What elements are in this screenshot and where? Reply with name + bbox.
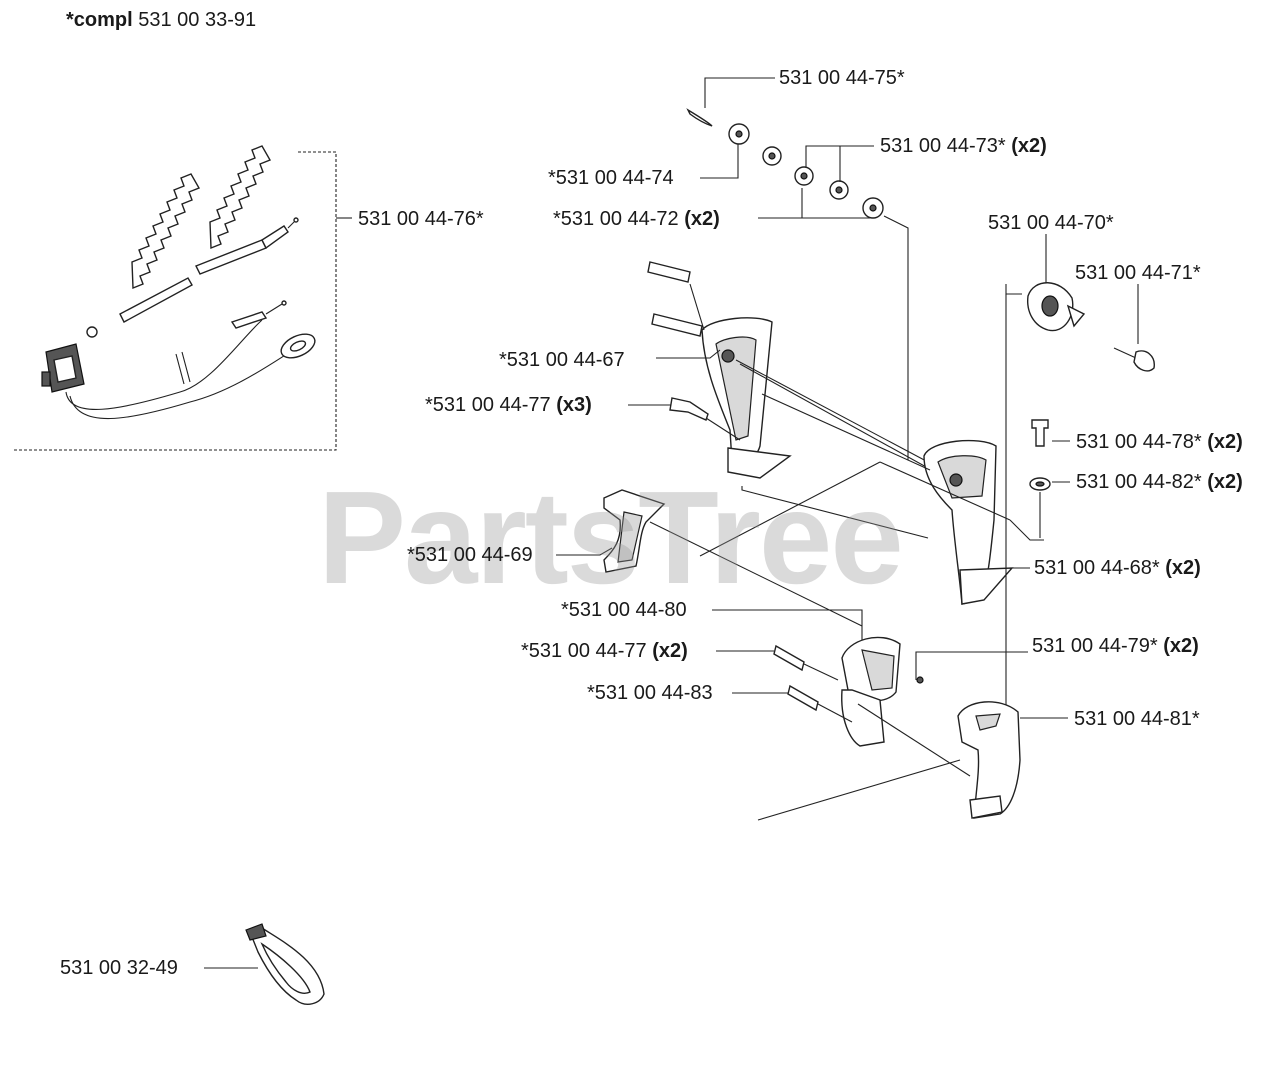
cable-tie [204, 923, 325, 1005]
part-qty: (x3) [556, 394, 592, 416]
part-number: 531 00 44-70* [988, 212, 1114, 234]
spring-right [209, 145, 272, 250]
part-number: *531 00 44-69 [407, 544, 533, 566]
part-number: 531 00 44-81* [1074, 708, 1200, 730]
part-qty: (x2) [1011, 135, 1047, 157]
callout-p70[interactable]: 531 00 44-70* [988, 212, 1114, 234]
handle-half-left [647, 261, 929, 479]
callout-p78[interactable]: 531 00 44-78* (x2) [1076, 431, 1243, 453]
part-number: 531 00 44-82* [1076, 471, 1202, 493]
clamp-lower [757, 701, 1068, 821]
callout-p82[interactable]: 531 00 44-82* (x2) [1076, 471, 1243, 493]
callout-p49[interactable]: 531 00 32-49 [60, 957, 178, 979]
callout-p67[interactable]: *531 00 44-67 [499, 349, 625, 371]
washer-stack [686, 77, 909, 460]
part-number: *531 00 44-72 [553, 208, 679, 230]
clamp-upper [712, 609, 1028, 777]
part-number: *531 00 44-67 [499, 349, 625, 371]
callout-p77a[interactable]: *531 00 44-77 (x3) [425, 394, 592, 416]
callout-p80[interactable]: *531 00 44-80 [561, 599, 687, 621]
callout-p69[interactable]: *531 00 44-69 [407, 544, 533, 566]
part-qty: (x2) [1207, 431, 1243, 453]
callout-p79[interactable]: 531 00 44-79* (x2) [1032, 635, 1199, 657]
part-number: 531 00 32-49 [60, 957, 178, 979]
callout-p72[interactable]: *531 00 44-72 (x2) [553, 208, 720, 230]
screw-77-upper [628, 397, 929, 539]
watermark: PartsTree [318, 464, 904, 611]
part-number: 531 00 44-76* [358, 208, 484, 230]
spring-left [131, 173, 201, 290]
callout-p75[interactable]: 531 00 44-75* [779, 67, 905, 89]
callout-p74[interactable]: *531 00 44-74 [548, 167, 674, 189]
part-number: 531 00 44-68* [1034, 557, 1160, 579]
callout-p77b[interactable]: *531 00 44-77 (x2) [521, 640, 688, 662]
kit-header-prefix: *compl [66, 9, 133, 31]
callout-p81[interactable]: 531 00 44-81* [1074, 708, 1200, 730]
kit-header: *compl 531 00 33-91 [66, 9, 256, 31]
kit-header-number: 531 00 33-91 [138, 9, 257, 31]
part-number: *531 00 44-83 [587, 682, 713, 704]
part-number: 531 00 44-75* [779, 67, 905, 89]
part-qty: (x2) [1165, 557, 1201, 579]
kit-bracket-lines [14, 151, 352, 451]
part-qty: (x2) [1163, 635, 1199, 657]
stop-switch-and-wires [41, 319, 316, 420]
throttle-trigger [556, 489, 863, 627]
part-number: 531 00 44-73* [880, 135, 1006, 157]
part-number: 531 00 44-79* [1032, 635, 1158, 657]
callout-p68[interactable]: 531 00 44-68* (x2) [1034, 557, 1201, 579]
callout-p76[interactable]: 531 00 44-76* [358, 208, 484, 230]
throttle-cable [761, 393, 931, 471]
part-qty: (x2) [684, 208, 720, 230]
part-qty: (x2) [652, 640, 688, 662]
part-number: *531 00 44-77 [425, 394, 551, 416]
part-qty: (x2) [1207, 471, 1243, 493]
callout-p73[interactable]: 531 00 44-73* (x2) [880, 135, 1047, 157]
screw-78-washer-82 [1029, 419, 1070, 538]
part-number: *531 00 44-74 [548, 167, 674, 189]
throttle-rods [86, 217, 299, 338]
part-number: 531 00 44-71* [1075, 262, 1201, 284]
handle-half-right [699, 439, 1044, 605]
switch-knob [1005, 234, 1155, 712]
part-number: *531 00 44-77 [521, 640, 647, 662]
part-number: 531 00 44-78* [1076, 431, 1202, 453]
callout-p83[interactable]: *531 00 44-83 [587, 682, 713, 704]
callout-p71[interactable]: 531 00 44-71* [1075, 262, 1201, 284]
part-number: *531 00 44-80 [561, 599, 687, 621]
